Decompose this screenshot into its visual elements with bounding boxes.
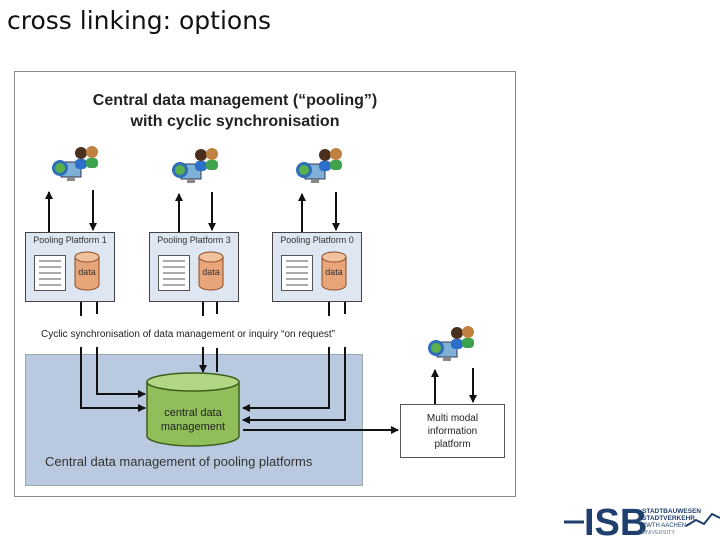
platform-label: Pooling Platform 0 bbox=[280, 235, 354, 245]
sync-label: Cyclic synchronisation of data managemen… bbox=[41, 329, 336, 340]
central-database: central data management bbox=[145, 372, 241, 448]
users-icon bbox=[51, 144, 101, 188]
slide-title: cross linking: options bbox=[7, 6, 272, 35]
multimodal-label-line1: Multi modal bbox=[426, 413, 479, 424]
database-label: data bbox=[202, 267, 220, 277]
logo-side-line3: RWTH AACHEN bbox=[642, 523, 686, 529]
database-label: data bbox=[78, 267, 96, 277]
platform-label: Pooling Platform 1 bbox=[33, 235, 107, 245]
database-label: data bbox=[325, 267, 343, 277]
isb-logo: ISB STADTBAUWESEN STADTVERKEHR RWTH AACH… bbox=[562, 496, 720, 544]
multimodal-label-line2: information bbox=[427, 426, 478, 437]
document-icon bbox=[34, 255, 66, 291]
users-icon bbox=[171, 146, 221, 190]
diagram-title: Central data management (“pooling”) with… bbox=[75, 90, 395, 132]
multimodal-platform-box: Multi modal information platform bbox=[400, 404, 505, 458]
platform-label: Pooling Platform 3 bbox=[157, 235, 231, 245]
pooling-platform-0: Pooling Platform 0 data bbox=[272, 232, 362, 302]
database-icon: data bbox=[321, 251, 347, 291]
central-database-label-line1: central data bbox=[164, 407, 222, 419]
logo-side-line2: STADTVERKEHR bbox=[642, 515, 695, 522]
document-icon bbox=[158, 255, 190, 291]
logo-side-line4: UNIVERSITY bbox=[642, 530, 675, 536]
connector-arrows bbox=[45, 190, 477, 434]
document-icon bbox=[281, 255, 313, 291]
diagram-title-line1: Central data management (“pooling”) bbox=[92, 92, 378, 109]
diagram-title-line2: with cyclic synchronisation bbox=[130, 113, 340, 130]
central-database-icon bbox=[146, 372, 240, 447]
logo-text: ISB bbox=[584, 502, 647, 540]
pooling-platform-3: Pooling Platform 3 data bbox=[149, 232, 239, 302]
users-icon bbox=[295, 146, 345, 190]
users-icon bbox=[427, 324, 477, 368]
logo-side-line1: STADTBAUWESEN bbox=[642, 508, 701, 515]
central-database-label: central data management bbox=[145, 406, 241, 434]
architecture-diagram: Central data management (“pooling”) with… bbox=[14, 71, 516, 497]
database-icon: data bbox=[74, 251, 100, 291]
central-database-label-line2: management bbox=[160, 421, 226, 433]
multimodal-platform-label: Multi modal information platform bbox=[401, 412, 504, 451]
multimodal-label-line3: platform bbox=[434, 439, 471, 450]
pooling-platform-1: Pooling Platform 1 data bbox=[25, 232, 115, 302]
database-icon: data bbox=[198, 251, 224, 291]
central-zone-label: Central data management of pooling platf… bbox=[45, 454, 313, 469]
